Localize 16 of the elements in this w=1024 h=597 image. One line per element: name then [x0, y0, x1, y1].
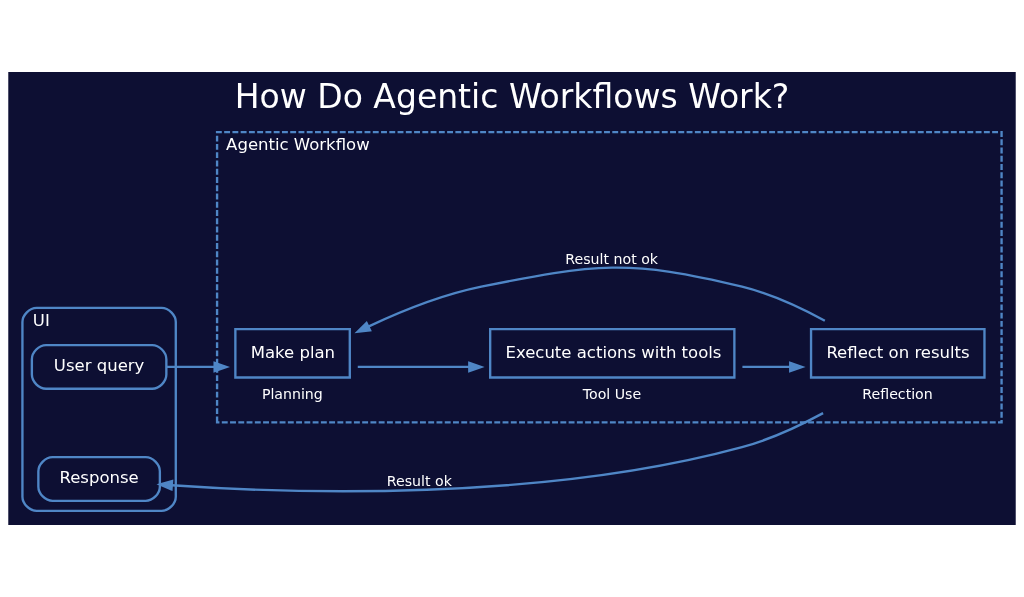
node-label: Reflection	[862, 386, 933, 403]
node-box: Make plan	[234, 328, 351, 379]
arrow	[354, 266, 826, 334]
arrow	[156, 412, 824, 493]
arrow	[166, 361, 230, 373]
edge-label: Result ok	[386, 472, 452, 489]
node-label: Tool Use	[582, 386, 642, 403]
edge-label: Result not ok	[565, 250, 659, 267]
node-box: User query	[30, 343, 168, 390]
diagram-title: How Do Agentic Workflows Work?	[234, 76, 790, 116]
node-box: Execute actions with tools	[489, 328, 736, 379]
node-label: Planning	[261, 386, 323, 403]
arrow	[742, 361, 806, 373]
arrow	[357, 361, 485, 373]
node-box: Response	[37, 456, 162, 502]
node-box: Reflect on results	[809, 328, 986, 379]
